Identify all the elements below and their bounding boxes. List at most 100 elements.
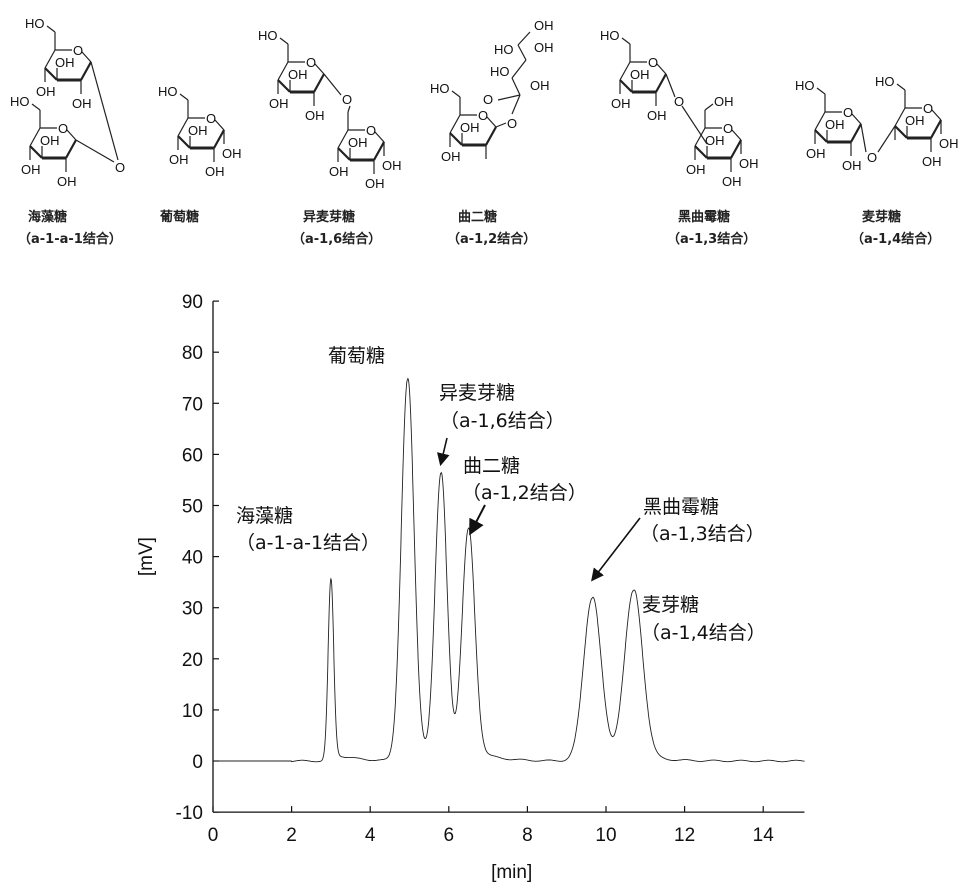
bond bbox=[511, 59, 527, 79]
x-axis-title: [min] bbox=[491, 862, 532, 883]
glycosidic-oxygen-label: O bbox=[867, 150, 877, 165]
ring-oxygen-label: O bbox=[723, 121, 733, 136]
hydroxyl-label: OH bbox=[205, 164, 225, 179]
hydroxyl-label: OH bbox=[530, 78, 550, 93]
bond bbox=[497, 94, 521, 101]
hydroxyl-label: OH bbox=[169, 152, 189, 167]
hydroxyl-label: OH bbox=[460, 120, 480, 135]
hydroxyl-label: OH bbox=[922, 154, 942, 169]
x-tick-label-14: 14 bbox=[753, 825, 775, 846]
x-tick-label-0: 0 bbox=[208, 825, 219, 846]
peak-label-nigerose: 黑曲霉糖 bbox=[643, 496, 720, 518]
glycosidic-oxygen-label: O bbox=[342, 92, 352, 107]
structure-bond-trehalose: （a-1-a-1结合） bbox=[18, 232, 122, 247]
hydroxyl-label: OH bbox=[365, 176, 385, 191]
structure-name-maltose: 麦芽糖 bbox=[862, 210, 902, 225]
bond bbox=[29, 127, 41, 147]
peak-bond-kojibiose: （a-1,2结合） bbox=[462, 482, 587, 504]
hydroxyl-label: OH bbox=[382, 158, 402, 173]
arrow-kojibiose bbox=[469, 504, 486, 536]
glycosidic-oxygen-label: O bbox=[674, 94, 684, 109]
bond bbox=[860, 123, 867, 153]
hydroxyl-label: HO bbox=[10, 94, 30, 109]
bond bbox=[80, 61, 92, 81]
hydroxyl-label: OH bbox=[55, 55, 75, 70]
bond bbox=[814, 111, 826, 131]
bond bbox=[665, 73, 676, 98]
y-tick-label-20: 20 bbox=[182, 650, 203, 671]
bond bbox=[31, 103, 41, 111]
hydroxyl-label: OH bbox=[72, 96, 92, 111]
hydroxyl-label: HO bbox=[494, 42, 514, 57]
hydroxyl-label: OH bbox=[842, 158, 862, 173]
bond bbox=[66, 129, 77, 141]
chromatogram-trace bbox=[213, 377, 805, 763]
bond bbox=[704, 103, 714, 111]
bond bbox=[877, 125, 896, 153]
peak-bond-nigerose: （a-1,3结合） bbox=[640, 523, 765, 545]
hydroxyl-label: OH bbox=[714, 94, 734, 109]
bond bbox=[213, 129, 225, 149]
ring-oxygen-label: O bbox=[478, 108, 488, 123]
bond bbox=[694, 145, 708, 159]
hydroxyl-label: OH bbox=[825, 117, 845, 132]
hydroxyl-label: OH bbox=[288, 67, 308, 82]
bond bbox=[694, 127, 706, 147]
bond bbox=[44, 67, 58, 81]
hydroxyl-label: HO bbox=[258, 28, 278, 43]
hydroxyl-label: OH bbox=[534, 18, 554, 33]
bond bbox=[896, 83, 906, 91]
peak-label-maltose: 麦芽糖 bbox=[642, 594, 700, 616]
bond bbox=[449, 114, 461, 134]
hydroxyl-label: HO bbox=[875, 74, 895, 89]
hydroxyl-label: OH bbox=[40, 133, 60, 148]
x-tick-label-8: 8 bbox=[522, 825, 533, 846]
bond bbox=[851, 113, 862, 125]
bond bbox=[46, 25, 56, 33]
bond bbox=[730, 139, 742, 159]
bond bbox=[323, 73, 342, 96]
hydroxyl-label: HO bbox=[600, 28, 620, 43]
structure-name-nigerose: 黑曲霉糖 bbox=[678, 210, 731, 225]
hydroxyl-label: OH bbox=[647, 108, 667, 123]
hydroxyl-label: OH bbox=[939, 136, 959, 151]
ring-oxygen-label: O bbox=[58, 121, 68, 136]
bond bbox=[277, 79, 291, 93]
molecular-structures: OHOOHOHOHOHOOHOHOHOOHOOHOHOHOHOHOOHOHOHO… bbox=[10, 16, 959, 191]
y-tick-label-0: 0 bbox=[192, 752, 203, 773]
hydroxyl-label: OH bbox=[36, 84, 56, 99]
hydroxyl-label: OH bbox=[57, 174, 77, 189]
structure-bond-maltose: （a-1,4结合） bbox=[851, 232, 941, 247]
x-tick-label-4: 4 bbox=[365, 825, 376, 846]
carbonyl-oxygen-label: O bbox=[483, 92, 493, 107]
ring-oxygen-label: O bbox=[923, 101, 933, 116]
bond bbox=[179, 93, 189, 101]
ring-oxygen-label: O bbox=[648, 55, 658, 70]
bond bbox=[314, 63, 325, 75]
ring-oxygen-label: O bbox=[306, 55, 316, 70]
bond bbox=[337, 129, 349, 149]
y-tick-label-80: 80 bbox=[182, 343, 203, 364]
bond bbox=[894, 125, 908, 139]
y-tick-label-50: 50 bbox=[182, 497, 203, 518]
arrow-isomaltose bbox=[437, 437, 450, 467]
hydroxyl-label: OH bbox=[630, 67, 650, 82]
bond bbox=[511, 77, 521, 96]
x-tick-label-2: 2 bbox=[286, 825, 297, 846]
y-tick-label-30: 30 bbox=[182, 599, 203, 620]
bond bbox=[656, 63, 667, 75]
ring-oxygen-label: O bbox=[366, 123, 376, 138]
bond bbox=[177, 135, 191, 149]
structure-bond-nigerose: （a-1,3结合） bbox=[667, 232, 757, 247]
structure-name-trehalose: 海藻糖 bbox=[28, 210, 68, 225]
hydroxyl-label: OH bbox=[222, 146, 242, 161]
hydroxyl-label: OH bbox=[739, 156, 759, 171]
bond bbox=[449, 132, 463, 146]
hydroxyl-label: OH bbox=[21, 162, 41, 177]
bond bbox=[814, 129, 828, 143]
bond bbox=[485, 126, 497, 146]
hydroxyl-label: OH bbox=[269, 96, 289, 111]
bond bbox=[511, 94, 521, 115]
hydroxyl-label: OH bbox=[686, 162, 706, 177]
bond bbox=[931, 109, 942, 121]
